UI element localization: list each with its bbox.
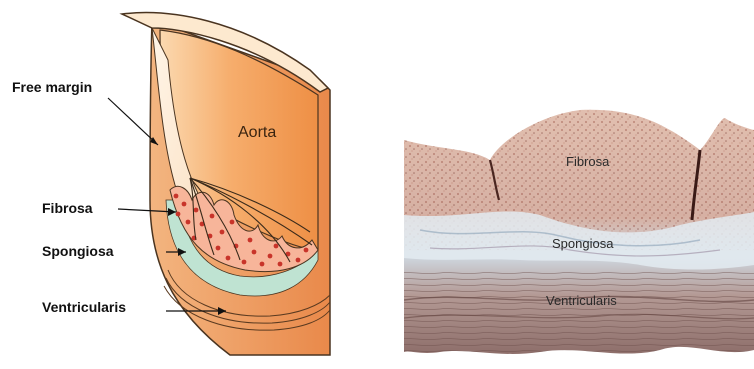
micro-label-ventricularis: Ventricularis <box>546 293 617 308</box>
tissue-section <box>400 100 754 360</box>
micro-label-spongiosa: Spongiosa <box>552 236 614 251</box>
micro-label-fibrosa: Fibrosa <box>566 154 610 169</box>
